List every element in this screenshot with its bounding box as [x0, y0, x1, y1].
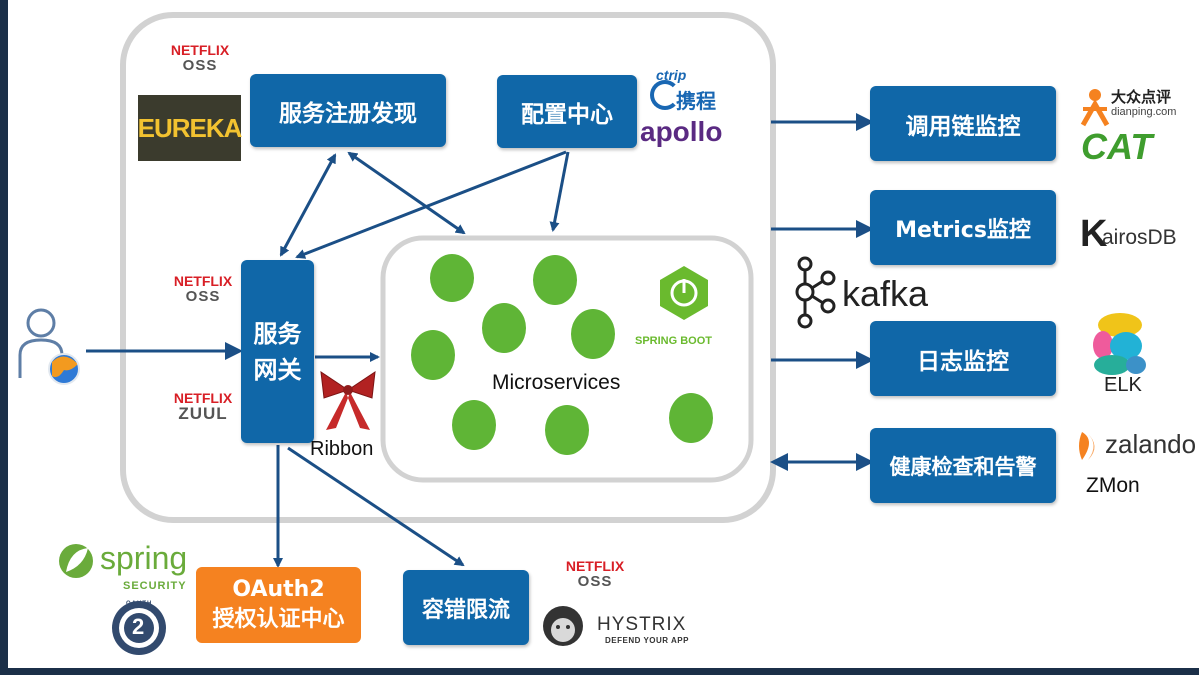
ctrip-chinese-name: 携程	[676, 89, 716, 113]
microservice-nodes	[411, 254, 713, 455]
zalando-logo-mark	[1079, 432, 1095, 460]
dianping-chinese-name: 大众点评	[1111, 88, 1172, 106]
architecture-diagram: 服务注册发现 配置中心 服务 网关 OAuth2 授权认证中心 容错限流 调用链…	[8, 0, 1199, 668]
dianping-url: dianping.com	[1111, 106, 1177, 118]
zalando-word: zalando	[1105, 429, 1197, 459]
service-node	[533, 255, 577, 305]
oauth2-badge-shape	[112, 601, 166, 655]
apollo-word: apollo	[640, 116, 723, 147]
ctrip-dolphin-icon	[650, 80, 680, 110]
spring-leaf-icon	[59, 544, 93, 578]
netflix-oss-logo-bottom: NETFLIX OSS	[560, 558, 630, 590]
kairosdb-k: K	[1080, 213, 1108, 255]
registry-gateway-arrow	[279, 153, 337, 257]
ribbon-label: Ribbon	[310, 438, 374, 460]
spring-word: spring	[100, 540, 188, 576]
log-monitor-label: 日志监控	[917, 348, 1009, 375]
oss-word: OSS	[182, 57, 218, 74]
netflix-word: NETFLIX	[170, 42, 230, 58]
oauth2-label-line1: OAuth2	[232, 577, 325, 602]
eureka-word: EUREKA	[137, 112, 243, 143]
config-center-box: 配置中心	[497, 75, 637, 148]
netflix-word: NETFLIX	[173, 273, 233, 289]
oss-word: OSS	[185, 288, 221, 305]
service-node	[545, 405, 589, 455]
health-alert-box: 健康检查和告警	[870, 428, 1056, 503]
service-node	[571, 309, 615, 359]
service-registry-label: 服务注册发现	[279, 100, 417, 127]
netflix-oss-logo-middle: NETFLIX OSS	[168, 273, 238, 305]
service-node	[411, 330, 455, 380]
kafka-logo-mark	[795, 256, 836, 329]
spring-security-word: SECURITY	[123, 580, 187, 592]
kafka-word: kafka	[842, 273, 929, 314]
service-node	[669, 393, 713, 443]
spring-boot-label: SPRING BOOT	[635, 335, 713, 347]
metrics-monitor-label: Metrics监控	[895, 217, 1031, 243]
zuul-word: ZUUL	[178, 404, 228, 423]
gateway-fault-arrow	[287, 446, 465, 567]
oss-word: OSS	[577, 573, 613, 590]
fault-tolerance-box: 容错限流	[403, 570, 529, 645]
user-icon	[18, 308, 64, 378]
netflix-word: NETFLIX	[173, 390, 233, 406]
ribbon-bow-icon	[320, 370, 376, 430]
registry-services-arrow	[347, 151, 466, 235]
api-gateway-label-line1: 服务	[253, 319, 302, 348]
netflix-word: NETFLIX	[565, 558, 625, 574]
config-center-label: 配置中心	[521, 101, 613, 128]
browser-icon	[48, 353, 80, 385]
metrics-monitor-box: Metrics监控	[870, 190, 1056, 265]
eureka-logo: EUREKA	[137, 95, 243, 161]
netflix-zuul-logo: NETFLIX ZUUL	[168, 390, 238, 422]
service-node	[452, 400, 496, 450]
health-alert-label: 健康检查和告警	[889, 454, 1037, 479]
hystrix-word: HYSTRIX	[597, 614, 687, 635]
netflix-oss-logo-top: NETFLIX OSS	[165, 42, 235, 74]
api-gateway-label-line2: 网关	[253, 355, 302, 384]
elk-logo-mark	[1093, 313, 1146, 375]
kairosdb-word: airosDB	[1102, 226, 1177, 249]
tracing-monitor-box: 调用链监控	[870, 86, 1056, 161]
hystrix-mascot-icon	[543, 606, 583, 646]
zmon-word: ZMon	[1086, 474, 1140, 497]
tracing-monitor-label: 调用链监控	[905, 113, 1021, 140]
elk-word: ELK	[1104, 374, 1142, 396]
fault-tolerance-label: 容错限流	[421, 597, 510, 623]
cat-word: CAT	[1081, 126, 1153, 167]
microservices-label: Microservices	[492, 371, 621, 394]
service-registry-box: 服务注册发现	[250, 74, 446, 147]
oauth2-label-line2: 授权认证中心	[212, 607, 345, 632]
oauth2-badge-ring-text: OAUTH	[126, 601, 153, 607]
service-node	[482, 303, 526, 353]
service-node	[430, 254, 474, 302]
ctrip-word: ctrip	[656, 67, 687, 83]
oauth2-badge-number: 2	[132, 614, 145, 639]
spring-boot-logo	[660, 266, 708, 320]
oauth2-auth-center-box: OAuth2 授权认证中心	[196, 567, 361, 643]
log-monitor-box: 日志监控	[870, 321, 1056, 396]
config-services-arrow	[549, 151, 570, 232]
dianping-logo-mark	[1080, 89, 1110, 127]
hystrix-tagline: DEFEND YOUR APP	[605, 636, 689, 645]
api-gateway-box: 服务 网关	[241, 260, 314, 443]
config-gateway-arrow	[295, 150, 567, 259]
